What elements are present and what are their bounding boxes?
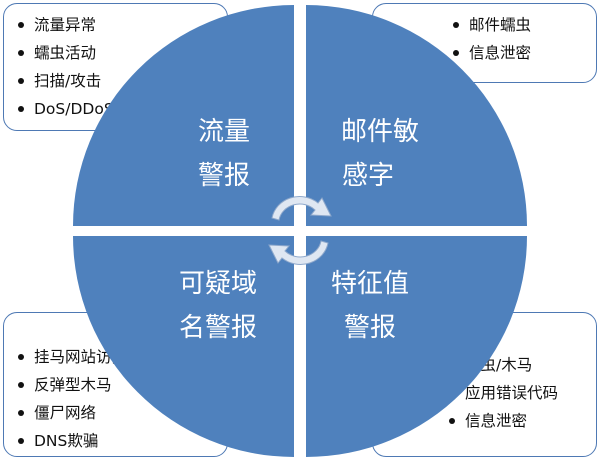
quadrant-label-bottom-right-line2: 警报 [344,313,396,343]
quadrant-label-bottom-right-line1: 特征值 [331,269,409,299]
list-item: 信息泄密 [447,407,596,435]
quadrant-top-left [73,5,294,226]
list-item: 僵尸网络 [16,399,227,427]
quadrant-shapes [73,5,527,457]
quadrant-label-top-right-line1: 邮件敏 [341,117,419,147]
list-item: 反弹型木马 [16,371,227,399]
quadrant-label-top-left-line2: 警报 [198,161,250,191]
cycle-arrows-icon [268,196,332,265]
cycle-arrow-bottom [268,240,329,265]
quadrant-label-top-right-line2: 感字 [342,161,394,191]
quadrant-top-right [306,5,527,226]
callout-list-top-left: 流量异常 蠕虫活动 扫描/攻击 DoS/DDoS [16,11,227,123]
list-item: DNS欺骗 [16,427,227,455]
quadrant-labels: 流量 警报 邮件敏 感字 可疑域 名警报 特征值 警报 [179,117,419,343]
list-item: 挂马网站访问 [16,343,227,371]
list-item: 流量异常 [16,11,227,39]
callout-list-bottom-left: 挂马网站访问 反弹型木马 僵尸网络 DNS欺骗 [16,343,227,455]
quadrant-bottom-left [73,236,294,457]
quadrant-label-bottom-left-line2: 名警报 [179,313,257,343]
quadrant-label-top-left-line1: 流量 [198,117,250,147]
list-item: 扫描/攻击 [16,67,227,95]
cycle-arrow-top [271,196,332,221]
callout-list-top-right: 邮件蠕虫 信息泄密 [451,11,596,67]
list-item: DoS/DDoS [16,95,227,123]
list-item: 蠕虫活动 [16,39,227,67]
list-item: 邮件蠕虫 [451,11,596,39]
list-item: 信息泄密 [451,39,596,67]
quadrant-bottom-right [306,236,527,457]
quadrant-label-bottom-left-line1: 可疑域 [179,269,257,299]
